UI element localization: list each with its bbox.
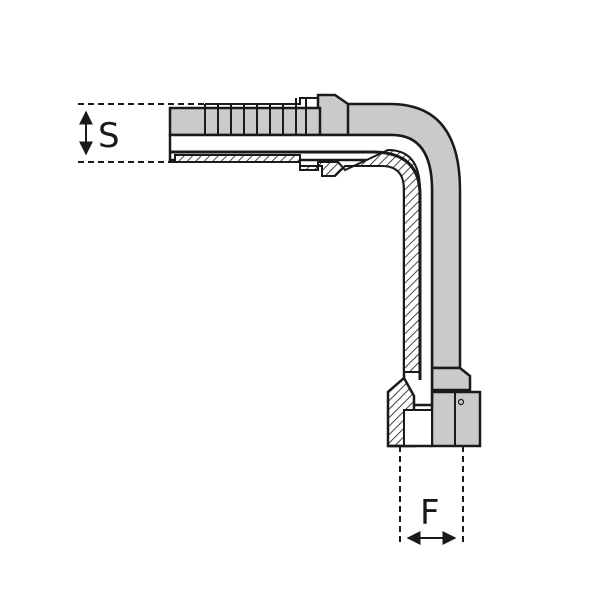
stem-serrations — [204, 98, 307, 135]
collar — [316, 93, 350, 137]
dim-f-label: F — [420, 493, 440, 533]
dimension-f: F — [399, 446, 464, 545]
nut-mark — [457, 398, 465, 406]
stem-serration-ridge — [205, 97, 318, 105]
hatched-wall — [174, 148, 421, 373]
nut-thread-face — [403, 409, 433, 447]
bore — [168, 133, 434, 407]
section-outline — [170, 150, 422, 380]
dim-s-label: S — [98, 116, 120, 156]
dimension-s: S — [78, 103, 205, 163]
section-view — [168, 133, 434, 448]
nut-shoulder — [430, 366, 472, 392]
